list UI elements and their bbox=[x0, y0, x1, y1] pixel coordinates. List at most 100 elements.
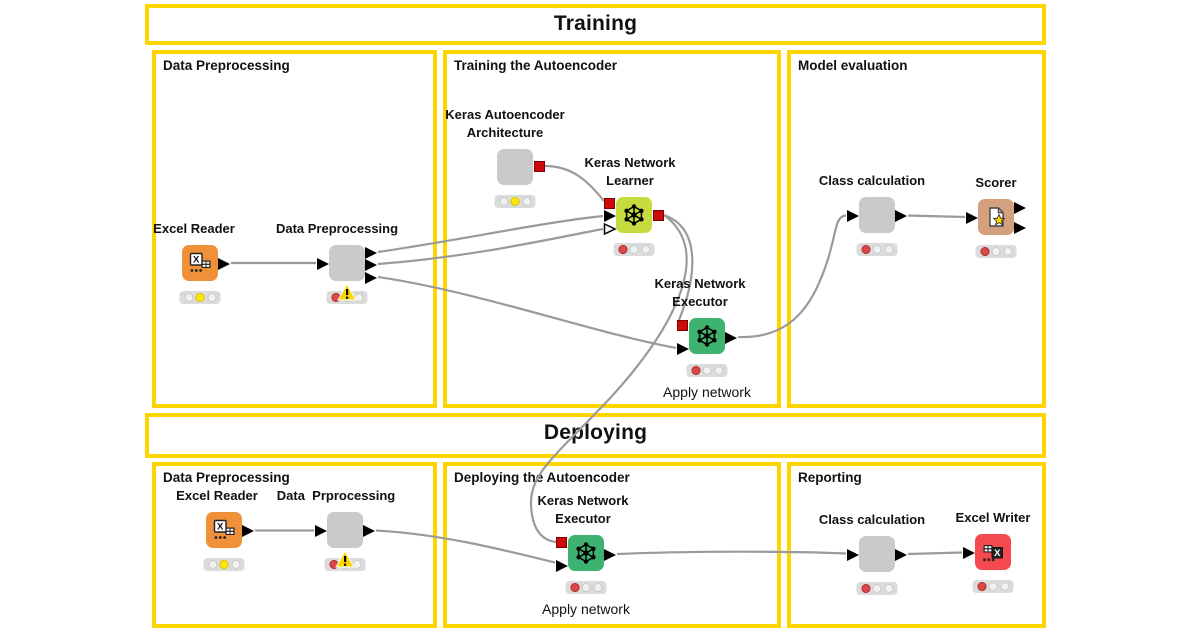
input-port-data[interactable] bbox=[555, 559, 569, 573]
node-scorer[interactable]: Scorer bbox=[966, 175, 1026, 258]
connection-prprocessing-to-executor-deploying[interactable] bbox=[375, 529, 556, 564]
output-port-network[interactable] bbox=[534, 160, 545, 172]
lamp-green-off bbox=[641, 245, 650, 254]
annotation-title: Deploying bbox=[543, 421, 648, 444]
input-port-optional[interactable] bbox=[603, 222, 617, 236]
scorer-icon[interactable] bbox=[978, 199, 1014, 235]
node-excel-writer[interactable]: Excel Writer X bbox=[956, 510, 1030, 593]
metanode-icon[interactable] bbox=[859, 197, 895, 233]
keras-network-icon[interactable] bbox=[568, 535, 604, 571]
excel-writer-icon[interactable]: X bbox=[975, 534, 1011, 570]
output-port-data[interactable] bbox=[724, 331, 738, 345]
lamp-green-off bbox=[352, 560, 361, 569]
output-port-data-1[interactable] bbox=[1013, 201, 1027, 215]
output-port-data[interactable] bbox=[241, 524, 255, 538]
input-port-data[interactable] bbox=[846, 209, 860, 223]
input-port-network[interactable] bbox=[604, 197, 615, 209]
output-port-network[interactable] bbox=[653, 209, 664, 221]
network-glyph-icon bbox=[624, 204, 644, 226]
svg-text:X: X bbox=[994, 548, 1001, 559]
annotation-deploying-the-autoencoder[interactable]: Deploying the Autoencoder bbox=[443, 462, 781, 628]
input-port-data[interactable] bbox=[603, 209, 617, 223]
node-data-prprocessing-deploying[interactable]: Data Prprocessing bbox=[277, 488, 395, 571]
lamp-red-off bbox=[499, 197, 508, 206]
input-port-data[interactable] bbox=[316, 257, 330, 271]
annotation-deploying-banner[interactable]: Deploying bbox=[145, 413, 1046, 458]
input-port-data[interactable] bbox=[846, 548, 860, 562]
metanode-icon[interactable] bbox=[329, 245, 365, 281]
traffic-light bbox=[494, 195, 536, 208]
metanode-icon[interactable] bbox=[859, 536, 895, 572]
warning-icon bbox=[335, 549, 355, 573]
connection-preprocessing-out1-to-learner[interactable] bbox=[377, 214, 604, 254]
annotation-training-banner[interactable]: Training bbox=[145, 4, 1046, 45]
output-port-data[interactable] bbox=[603, 548, 617, 562]
traffic-light bbox=[972, 580, 1014, 593]
annotation-title: Training bbox=[553, 12, 638, 35]
connection-executor-to-class-calculation-training[interactable] bbox=[737, 214, 847, 339]
annotation-title: Model evaluation bbox=[798, 58, 908, 73]
connection-preprocessing-out2-to-learner[interactable] bbox=[377, 227, 604, 266]
connection-learner-to-executor-deploying[interactable] bbox=[529, 214, 688, 544]
lamp-yellow-off bbox=[702, 366, 712, 375]
network-glyph-icon bbox=[576, 542, 596, 564]
input-port-network[interactable] bbox=[677, 319, 688, 331]
output-port-data-2[interactable] bbox=[364, 258, 378, 272]
lamp-red-off bbox=[184, 293, 193, 302]
lamp-green-off bbox=[884, 584, 893, 593]
output-port-data-1[interactable] bbox=[364, 246, 378, 260]
lamp-green-off bbox=[231, 560, 240, 569]
connection-class-calculation-to-scorer[interactable] bbox=[907, 214, 966, 219]
input-port-network[interactable] bbox=[556, 536, 567, 548]
lamp-red-on bbox=[980, 247, 989, 256]
lamp-green-off bbox=[714, 366, 723, 375]
lamp-red-on bbox=[977, 582, 986, 591]
node-class-calculation-deploying[interactable]: Class calculation bbox=[819, 512, 925, 595]
annotation-data-preprocessing-deploying[interactable]: Data Preprocessing bbox=[152, 462, 437, 628]
connection-architecture-to-learner[interactable] bbox=[544, 164, 605, 202]
connection-executor-to-class-calculation-deploying[interactable] bbox=[616, 550, 847, 556]
keras-network-icon[interactable] bbox=[689, 318, 725, 354]
node-class-calculation-training[interactable]: Class calculation bbox=[819, 173, 925, 256]
lamp-red-on bbox=[691, 366, 700, 375]
lamp-green-off bbox=[522, 197, 531, 206]
node-label: Excel Reader bbox=[176, 488, 258, 503]
output-port-data-3[interactable] bbox=[364, 271, 378, 285]
input-port-data[interactable] bbox=[676, 342, 690, 356]
excel-reader-icon[interactable]: X bbox=[182, 245, 218, 281]
node-excel-reader-training[interactable]: Excel Reader X bbox=[153, 221, 235, 304]
output-port-data[interactable] bbox=[362, 524, 376, 538]
connection-learner-to-executor-training[interactable] bbox=[663, 213, 694, 321]
metanode-icon[interactable] bbox=[497, 149, 533, 185]
connection-class-calculation-to-excel-writer[interactable] bbox=[907, 551, 963, 556]
lamp-yellow-off bbox=[872, 584, 882, 593]
output-port-data[interactable] bbox=[894, 209, 908, 223]
input-port-data[interactable] bbox=[965, 211, 979, 225]
annotation-title: Deploying the Autoencoder bbox=[454, 470, 630, 485]
output-port-data[interactable] bbox=[894, 548, 908, 562]
excel-reader-icon[interactable]: X bbox=[206, 512, 242, 548]
node-data-preprocessing-training[interactable]: Data Preprocessing bbox=[276, 221, 398, 304]
lamp-yellow-on bbox=[510, 197, 520, 206]
output-port-data[interactable] bbox=[217, 257, 231, 271]
output-port-data-2[interactable] bbox=[1013, 221, 1027, 235]
traffic-light bbox=[179, 291, 221, 304]
input-port-data[interactable] bbox=[962, 546, 976, 560]
lamp-yellow-on bbox=[219, 560, 229, 569]
node-label: Data Prprocessing bbox=[276, 488, 396, 503]
lamp-yellow-on bbox=[195, 293, 205, 302]
keras-network-icon[interactable] bbox=[616, 197, 652, 233]
lamp-green-off bbox=[593, 583, 602, 592]
annotation-data-preprocessing-training[interactable]: Data Preprocessing bbox=[152, 50, 437, 408]
input-port-data[interactable] bbox=[314, 524, 328, 538]
connection-preprocessing-out3-to-executor[interactable] bbox=[377, 275, 677, 350]
node-label: Excel Writer bbox=[955, 510, 1031, 525]
node-excel-reader-deploying[interactable]: Excel Reader X bbox=[176, 488, 258, 571]
metanode-icon[interactable] bbox=[327, 512, 363, 548]
